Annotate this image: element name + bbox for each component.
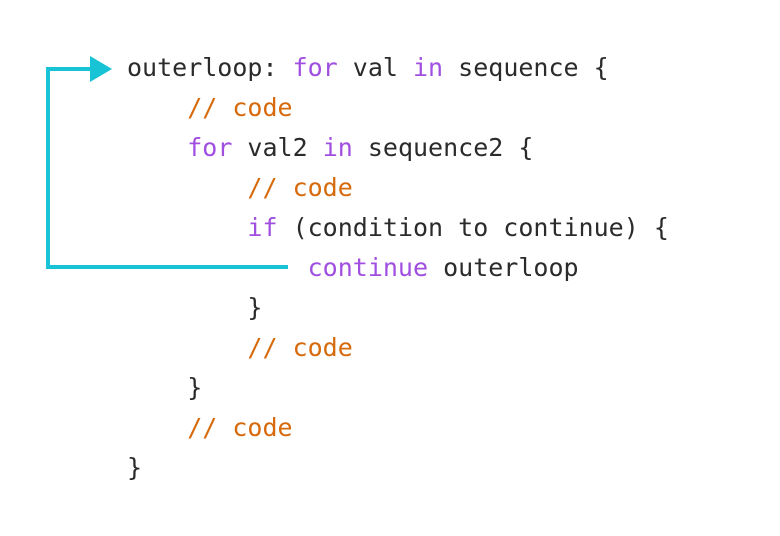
code-line: for val2 in sequence2 { xyxy=(127,128,669,168)
code-text: sequence2 { xyxy=(352,133,534,162)
code-comment: // code xyxy=(247,333,353,362)
code-text: } xyxy=(247,293,263,322)
code-text: } xyxy=(187,373,203,402)
code-indent xyxy=(127,173,247,202)
code-indent xyxy=(127,133,187,162)
code-keyword: in xyxy=(413,53,444,82)
code-keyword: in xyxy=(322,133,353,162)
code-text: (condition to continue) { xyxy=(277,213,669,242)
code-text: val xyxy=(337,53,413,82)
code-keyword: for xyxy=(292,53,338,82)
code-keyword: continue xyxy=(307,253,429,282)
code-line: outerloop: for val in sequence { xyxy=(127,48,669,88)
code-line: // code xyxy=(127,88,669,128)
code-line: } xyxy=(127,288,669,328)
code-indent xyxy=(127,213,247,242)
code-keyword: if xyxy=(247,213,278,242)
code-indent xyxy=(127,253,308,282)
code-indent xyxy=(127,293,247,322)
arrow-head-icon xyxy=(90,56,112,82)
code-line: // code xyxy=(127,168,669,208)
arrow-path xyxy=(46,67,288,269)
code-indent xyxy=(127,333,247,362)
code-line: // code xyxy=(127,328,669,368)
code-comment: // code xyxy=(247,173,353,202)
code-line: continue outerloop xyxy=(127,248,669,288)
code-indent xyxy=(127,413,187,442)
code-text: outerloop xyxy=(428,253,579,282)
code-indent xyxy=(127,93,187,122)
code-comment: // code xyxy=(187,413,293,442)
code-line: // code xyxy=(127,408,669,448)
code-line: if (condition to continue) { xyxy=(127,208,669,248)
code-comment: // code xyxy=(187,93,293,122)
code-keyword: for xyxy=(187,133,233,162)
code-block: outerloop: for val in sequence { // code… xyxy=(127,48,669,488)
code-text: } xyxy=(127,453,143,482)
code-line: } xyxy=(127,368,669,408)
code-line: } xyxy=(127,448,669,488)
code-text: sequence { xyxy=(443,53,609,82)
code-indent xyxy=(127,373,187,402)
code-text: val2 xyxy=(232,133,323,162)
code-text: outerloop: xyxy=(127,53,293,82)
